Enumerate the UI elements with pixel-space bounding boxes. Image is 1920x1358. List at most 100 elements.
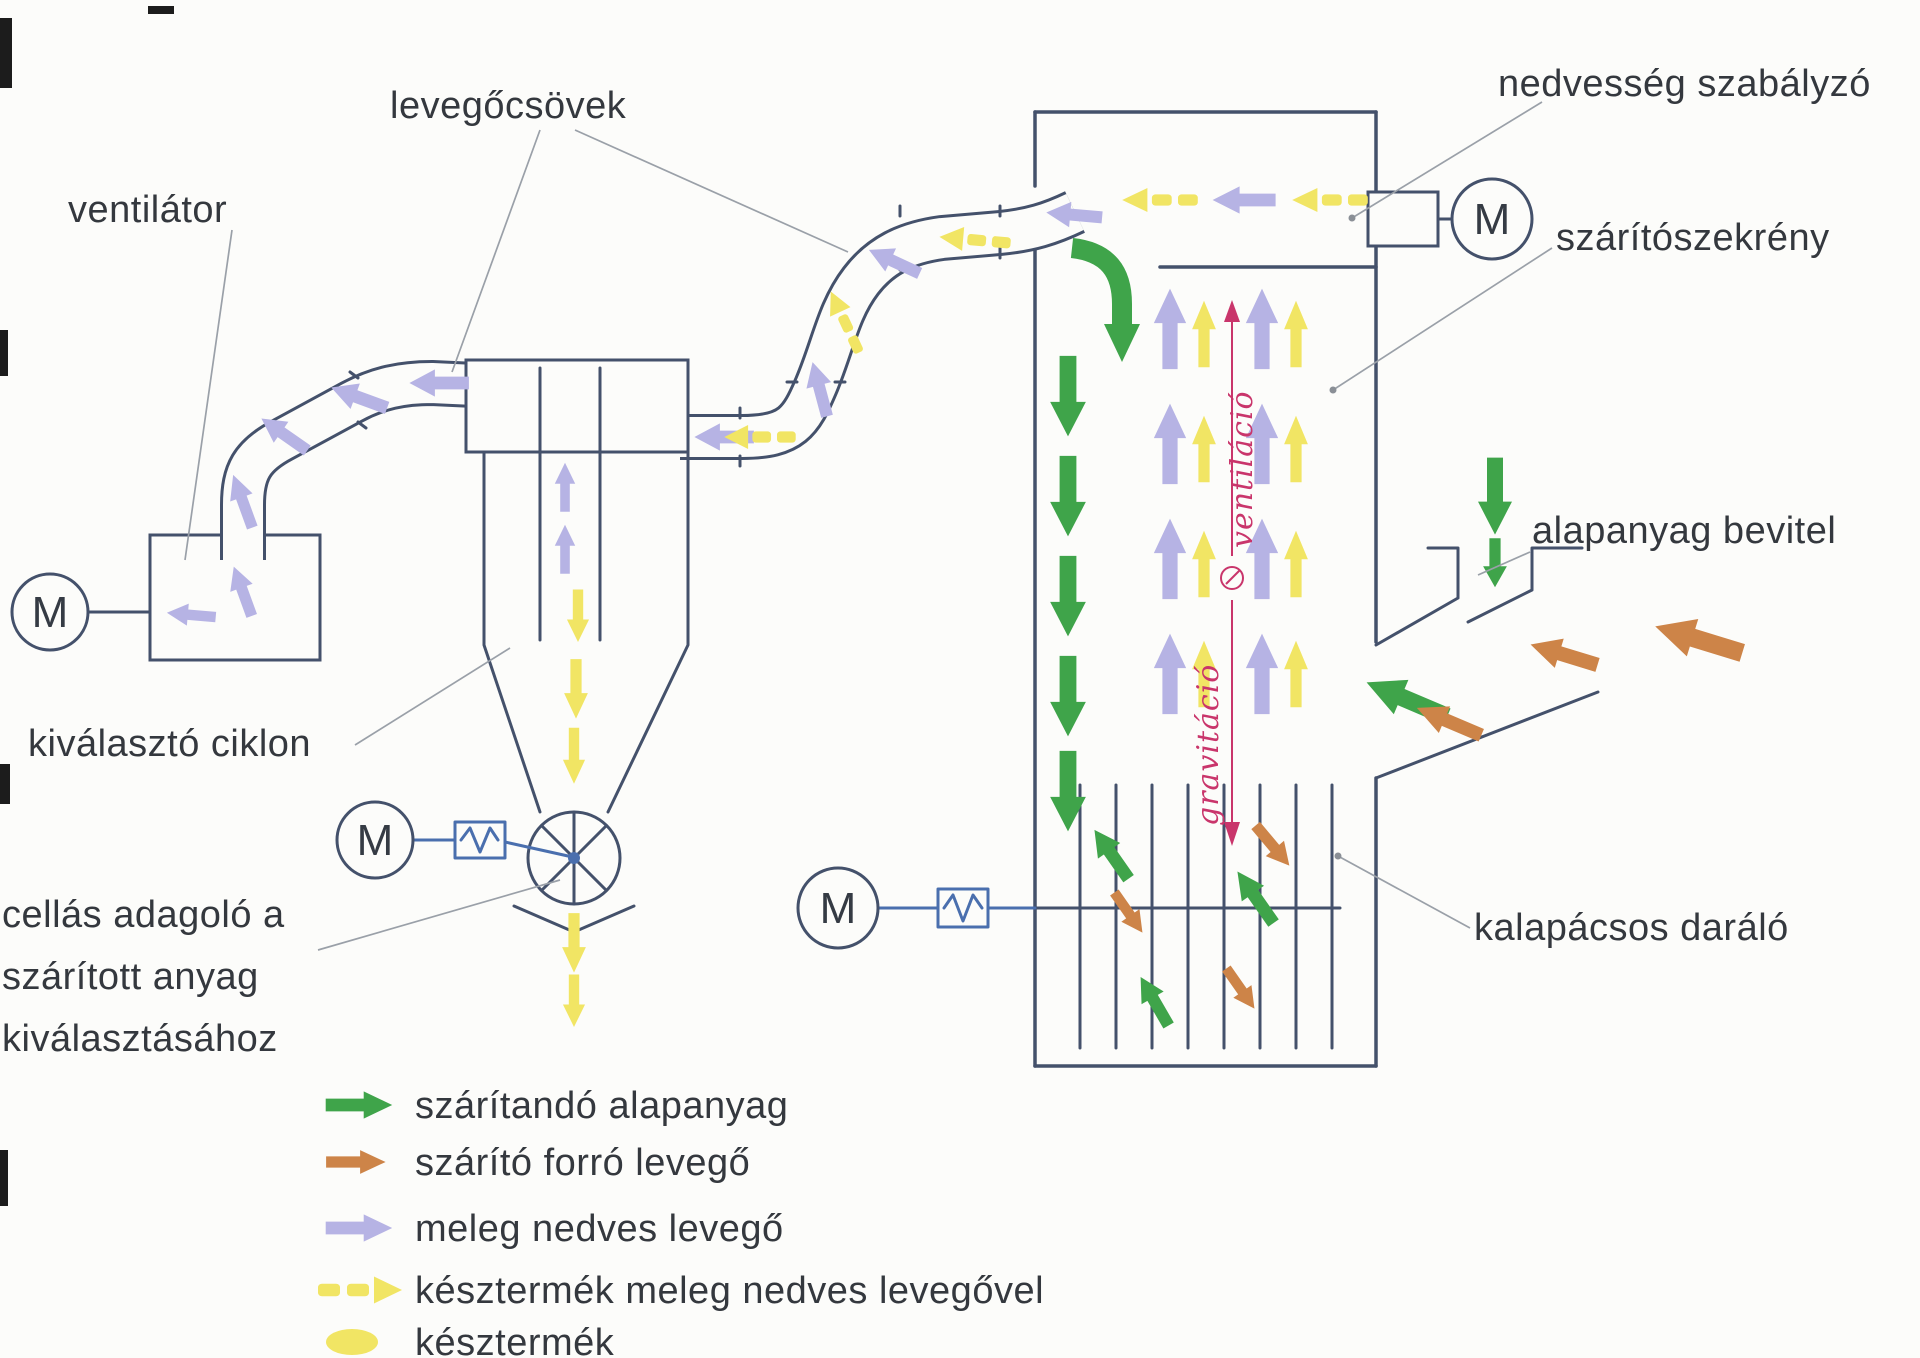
legend-swatch-warm-humid-arrow bbox=[325, 1214, 393, 1242]
mill-grate-bars bbox=[1078, 783, 1334, 1050]
legend-swatch-product-blob bbox=[326, 1329, 378, 1355]
label-szaritoszekreny: szárítószekrény bbox=[1556, 217, 1830, 259]
separator-cyclone bbox=[482, 366, 690, 814]
valve-coupling-zigzag bbox=[459, 826, 500, 854]
annotation-arrowhead-up bbox=[1224, 300, 1240, 322]
chute-right-wall bbox=[1466, 546, 1584, 624]
moisture-regulator-assembly: M bbox=[1366, 177, 1534, 261]
valve-motor-label: M bbox=[357, 816, 394, 865]
diagram-labels: levegőcsövek ventilátor nedvesség szabál… bbox=[2, 63, 1871, 1060]
flow-arrow-material bbox=[1050, 555, 1086, 637]
flow-arrow-material bbox=[1129, 970, 1180, 1032]
legend-swatch-hot-air-arrow bbox=[326, 1150, 386, 1174]
legend-swatch-product-air-dashed-arrow bbox=[318, 1276, 402, 1304]
flow-arrow-material bbox=[1050, 655, 1086, 737]
legend-label-warm-humid: meleg nedves levegő bbox=[415, 1208, 784, 1250]
scan-artifact bbox=[0, 18, 12, 88]
valve-motor-assembly: M bbox=[335, 800, 570, 880]
annotation-circle-scribble bbox=[1225, 569, 1241, 585]
regulator-motor bbox=[1450, 177, 1534, 261]
fan-motor-assembly: M bbox=[10, 572, 152, 652]
label-pointers bbox=[184, 101, 1553, 951]
flow-arrow-product bbox=[562, 974, 586, 1027]
legend-item: késztermék bbox=[326, 1322, 615, 1358]
cyclone-right-wall bbox=[606, 450, 690, 814]
legend-item: szárítandó alapanyag bbox=[325, 1085, 788, 1127]
valve-motor bbox=[335, 800, 415, 880]
drying-cabinet bbox=[1033, 110, 1378, 1068]
pointer-nedvesseg bbox=[1351, 101, 1543, 219]
product-air-arrows bbox=[562, 188, 1368, 1027]
label-nedvesseg-szabalyzo: nedvesség szabályzó bbox=[1498, 63, 1871, 105]
rotary-valve bbox=[512, 810, 636, 934]
pointer-szaritoszekreny bbox=[1332, 247, 1553, 391]
label-levegocsovek: levegőcsövek bbox=[390, 85, 627, 127]
pointer-dot bbox=[1329, 386, 1337, 394]
flow-arrow-warm-humid-air bbox=[1245, 288, 1279, 370]
legend: szárítandó alapanyag szárító forró leveg… bbox=[318, 1085, 1044, 1358]
fan-motor-label: M bbox=[32, 588, 69, 637]
mill-motor-label: M bbox=[820, 884, 857, 933]
flow-arrow-warm-humid-air bbox=[554, 462, 576, 512]
valve-drive-link bbox=[503, 840, 570, 858]
legend-label-material: szárítandó alapanyag bbox=[415, 1085, 788, 1127]
fan-motor bbox=[10, 572, 90, 652]
pointer-kivalaszto bbox=[354, 647, 511, 746]
label-kivalaszto-ciklon: kiválasztó ciklon bbox=[28, 723, 311, 765]
label-kalapacsos-daralo: kalapácsos daráló bbox=[1474, 907, 1789, 949]
flow-arrow-warm-humid-air bbox=[1153, 633, 1187, 715]
flow-arrow-warm-humid-air bbox=[1153, 518, 1187, 600]
chute-left-wall bbox=[1374, 546, 1460, 647]
flow-arrow-warm-humid-air bbox=[1153, 403, 1187, 485]
flow-arrow-material bbox=[1226, 863, 1285, 931]
flow-arrow-hot-air bbox=[1526, 629, 1602, 680]
scan-artifacts bbox=[0, 6, 174, 1206]
flow-arrow-product-air bbox=[1284, 530, 1308, 598]
scan-artifact bbox=[0, 764, 10, 804]
flow-arrow-product bbox=[562, 913, 586, 973]
flow-arrow-product-air bbox=[1192, 415, 1216, 483]
flow-arrow-material bbox=[1483, 538, 1507, 588]
mill-coupling-zigzag bbox=[942, 893, 984, 923]
label-cellas-adagolo-3: kiválasztásához bbox=[2, 1018, 278, 1060]
flow-arrow-product-air bbox=[1284, 415, 1308, 483]
scan-artifact bbox=[0, 1150, 8, 1206]
flow-arrow-material-curve-head bbox=[1104, 324, 1140, 362]
pointer-ventilator bbox=[184, 229, 233, 561]
scan-artifact bbox=[0, 330, 8, 376]
flange bbox=[348, 370, 368, 430]
air-ducts bbox=[220, 191, 1085, 560]
label-cellas-adagolo-1: cellás adagoló a bbox=[2, 894, 285, 936]
scan-artifact bbox=[148, 6, 174, 14]
flow-arrow-product bbox=[566, 589, 590, 642]
legend-item: késztermék meleg nedves levegővel bbox=[318, 1270, 1044, 1312]
legend-swatch-material-arrow bbox=[325, 1091, 393, 1119]
flow-arrow-warm-humid-air bbox=[1153, 288, 1187, 370]
handwritten-ventilacio: ventiláció bbox=[1225, 390, 1260, 548]
legend-label-product: késztermék bbox=[415, 1322, 615, 1358]
flow-arrow-material-curve bbox=[1070, 238, 1132, 328]
pointer-dot bbox=[1348, 214, 1356, 222]
flow-arrow-product-air bbox=[1284, 640, 1308, 708]
moisture-regulator-box bbox=[1366, 190, 1440, 248]
pointer-levegocsovek-2 bbox=[574, 129, 849, 253]
label-cellas-adagolo-2: szárított anyag bbox=[2, 956, 259, 998]
flow-arrow-product-air bbox=[1192, 530, 1216, 598]
pointer-alapanyag bbox=[1477, 551, 1531, 576]
flow-arrow-hot-air bbox=[1246, 817, 1299, 874]
pointer-levegocsovek-1 bbox=[451, 129, 541, 373]
flow-arrow-product bbox=[564, 659, 588, 719]
flow-arrow-product-air bbox=[1122, 188, 1198, 212]
cyclone-inner-tube bbox=[538, 366, 602, 642]
flow-arrow-hot-air bbox=[1649, 607, 1748, 672]
pointer-cellas bbox=[317, 879, 561, 951]
duct-fan-to-cyclone-bore bbox=[223, 363, 476, 560]
annotation-circle bbox=[1220, 566, 1244, 590]
hammer-mill: M bbox=[796, 783, 1342, 1050]
flow-arrow-product bbox=[562, 727, 586, 784]
flow-arrow-warm-humid-air bbox=[554, 524, 576, 574]
flow-arrow-hot-air bbox=[1105, 886, 1152, 939]
flow-arrow-product-air bbox=[1192, 300, 1216, 368]
chute-lower-wall bbox=[1374, 690, 1600, 780]
